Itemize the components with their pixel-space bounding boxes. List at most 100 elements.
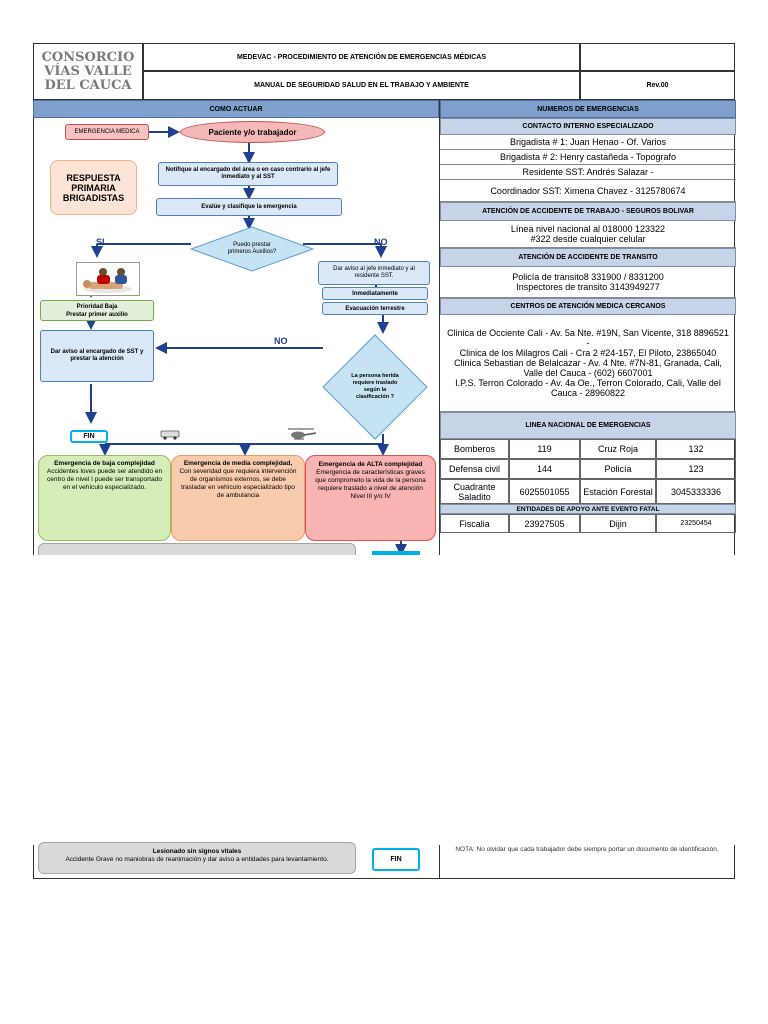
transit-title: ATENCIÓN DE ACCIDENTE DE TRANSITO (440, 248, 736, 267)
note: NOTA: No olvidar que cada trabajador deb… (452, 846, 722, 854)
low-complexity-text: Accidentes loves puede ser atendido en c… (46, 468, 163, 491)
no-vitals-box: Lesionado sin signos vitales Accidente G… (38, 842, 356, 874)
low-priority-line-2: Prestar primer auxilio (66, 311, 128, 318)
table-cell-text: Cuadrante Saladito (453, 481, 496, 502)
transit-line-1: Policía de transito8 331900 / 8331200 (512, 272, 664, 282)
first-aid-question-text: Puedo prestar primeros Auxilios? (227, 242, 277, 255)
notify-box: Notifique al encargado del área o en cas… (158, 162, 338, 186)
table-cell-text: 132 (688, 444, 704, 454)
first-aid-question: Puedo prestar primeros Auxilios? (222, 236, 282, 262)
table-cell-policia: Policía (580, 459, 656, 479)
ground-evac-box: Evacuación terrestre (322, 302, 428, 315)
transfer-question: La persona herida requiere traslado segú… (348, 355, 402, 419)
fin-box-upper-fragment (372, 551, 420, 555)
transfer-diamond (322, 334, 428, 440)
flowchart-connectors (85, 126, 407, 556)
mid-complexity-title: Emergencia de media complejidad, (183, 460, 293, 467)
logo-line-1: CONSORCIO (41, 49, 135, 65)
transit-lines: Policía de transito8 331900 / 8331200 In… (440, 267, 736, 298)
note-text: NOTA: No olvidar que cada trabajador deb… (455, 846, 719, 853)
brigadista-2-text: Brigadista # 2: Henry castañeda - Topogr… (500, 152, 676, 162)
immediately-box: Inmediatamente (322, 287, 428, 300)
center-4: I.P.S. Terron Colorado - Av. 4a Oe., Ter… (455, 378, 721, 398)
work-accident-title-text: ATENCIÓN DE ACCIDENTE DE TRABAJO - SEGUR… (482, 208, 694, 215)
centers-title-text: CENTROS DE ATENCIÓN MEDICA CERCANOS (510, 303, 666, 310)
brigadista-1-text: Brigadista # 1: Juan Henao - Of. Varios (510, 137, 666, 147)
low-priority-box: Prioridad Baja Prestar primer auxilio (40, 300, 154, 321)
resident-sst-text: Residente SST: Andrés Salazar - (522, 167, 654, 177)
table-cell-text: Policía (604, 464, 632, 474)
centers-title: CENTROS DE ATENCIÓN MEDICA CERCANOS (440, 298, 736, 315)
table-cell-estacion-forestal-number: 3045333336 (656, 479, 736, 504)
national-line-title-text: LINEA NACIONAL DE EMERGENCIAS (525, 422, 651, 429)
internal-contact-title-text: CONTACTO INTERNO ESPECIALIZADO (522, 123, 654, 130)
table-cell-estacion-forestal: Estación Forestal (580, 479, 656, 504)
left-section-title-text: COMO ACTUAR (209, 105, 263, 113)
right-section-title-text: NUMEROS DE EMERGENCIAS (537, 105, 639, 113)
resident-sst: Residente SST: Andrés Salazar - (440, 165, 736, 180)
header-title-1: MEDEVAC - PROCEDIMIENTO DE ATENCIÓN DE E… (143, 43, 580, 71)
table-cell-cruz-roja: Cruz Roja (580, 439, 656, 459)
no-label: NO (374, 237, 388, 247)
right-section: NUMEROS DE EMERGENCIAS CONTACTO INTERNO … (439, 100, 736, 555)
fin-box-1: FIN (70, 430, 108, 443)
ground-evac-label: Evacuación terrestre (345, 305, 405, 312)
mid-complexity-box: Emergencia de media complejidad, Con sev… (171, 455, 305, 541)
center-2: Clinica de los Milagros Cali - Cra 2 #24… (459, 348, 717, 358)
table-cell-text: Cruz Roja (597, 444, 638, 454)
table-cell-policia-number: 123 (656, 459, 736, 479)
ambulance-icon (160, 430, 180, 440)
notify-label: Notifique al encargado del área o en cas… (165, 167, 331, 180)
fin-label-1: FIN (83, 433, 95, 440)
revision: Rev.00 (580, 71, 735, 100)
coordinator-sst-text: Coordinador SST: Ximena Chavez - 3125780… (490, 185, 686, 196)
first-aid-diamond (190, 226, 314, 272)
table-cell-dijin-number: 23250454 (656, 514, 736, 533)
notify-boss-label: Dar aviso al jefe inmediato y al residen… (333, 266, 415, 279)
center-3: Clinica Sebastian de Belalcazar - Av. 4 … (454, 358, 722, 378)
support-entities-title: ENTIDADES DE APOYO ANTE EVENTO FATAL (440, 504, 736, 514)
table-cell-fiscalia: Fiscalia (440, 514, 509, 533)
center-1: Clinica de Occiente Cali - Av. 5a Nte. #… (447, 328, 729, 348)
table-cell-cruz-roja-number: 132 (656, 439, 736, 459)
work-line-2: #322 desde cualquier celular (530, 234, 646, 244)
table-cell-text: Estación Forestal (583, 486, 653, 497)
table-cell-text: 23927505 (524, 518, 565, 529)
work-line-1: Línea nivel nacional al 018000 123322 (510, 224, 666, 234)
high-complexity-box: Emergencia de ALTA complejidad Emergenci… (305, 455, 436, 541)
no-vitals-title: Lesionado sin signos vitales (152, 848, 242, 855)
evaluate-label: Evalúe y clasifique la emergencia (201, 204, 297, 210)
table-cell-text: 123 (688, 464, 704, 474)
response-box: RESPUESTA PRIMARIA BRIGADISTAS (50, 160, 137, 215)
no-vitals-text: Accidente Grave no maniobras de reanimac… (65, 856, 329, 863)
national-line-title: LINEA NACIONAL DE EMERGENCIAS (440, 412, 736, 439)
mid-complexity-text: Con severidad que requiera intervención … (179, 468, 297, 499)
helicopter-icon (288, 428, 317, 440)
left-section-title: COMO ACTUAR (33, 100, 439, 118)
first-aid-illustration (76, 262, 140, 296)
table-cell-text: Defensa civil (448, 464, 501, 474)
first-aid-scene-icon (83, 268, 132, 293)
patient-ellipse: Paciente y/o trabajador (180, 121, 325, 143)
company-logo: CONSORCIO VÍAS VALLE DEL CAUCA (33, 43, 143, 100)
header-title-1-text: MEDEVAC - PROCEDIMIENTO DE ATENCIÓN DE E… (236, 53, 487, 61)
table-cell-text: 119 (537, 444, 552, 454)
table-cell-cuadrante-number: 6025501055 (509, 479, 580, 504)
high-complexity-text: Emergencia de características graves que… (315, 469, 426, 500)
notify-sst-label: Dar aviso al encargado de SST y prestar … (50, 349, 144, 362)
right-divider-lower (439, 845, 440, 879)
header: CONSORCIO VÍAS VALLE DEL CAUCA MEDEVAC -… (33, 43, 735, 100)
coordinator-sst: Coordinador SST: Ximena Chavez - 3125780… (440, 180, 736, 202)
table-cell-text: 3045333336 (670, 486, 722, 497)
internal-contact-title: CONTACTO INTERNO ESPECIALIZADO (440, 118, 736, 135)
transfer-question-text: La persona herida requiere traslado segú… (351, 373, 399, 400)
header-title-2: MANUAL DE SEGURIDAD SALUD EN EL TRABAJO … (143, 71, 580, 100)
work-accident-lines: Línea nivel nacional al 018000 123322 #3… (440, 221, 736, 248)
yes-label: SI (96, 237, 105, 247)
table-cell-text: Dijin (609, 518, 627, 529)
table-cell-defensa-civil: Defensa civil (440, 459, 509, 479)
brigadista-2: Brigadista # 2: Henry castañeda - Topogr… (440, 150, 736, 165)
table-cell-text: 6025501055 (519, 486, 570, 497)
immediately-label: Inmediatamente (352, 290, 398, 297)
emergency-box: EMERGENCIA MEDICA (65, 124, 149, 140)
